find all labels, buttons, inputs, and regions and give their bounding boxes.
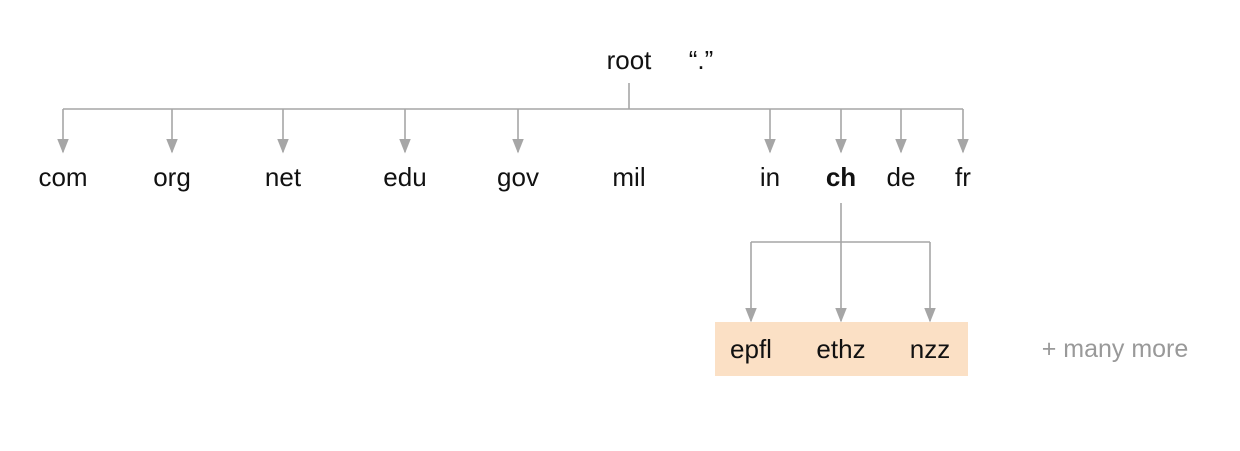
child-label-nzz: nzz <box>910 334 950 364</box>
tld-node-fr: fr <box>955 162 971 192</box>
child-node-ethz: ethz <box>816 334 865 364</box>
tld-node-mil: mil <box>612 162 645 192</box>
child-node-nzz: nzz <box>910 334 950 364</box>
tld-label-gov: gov <box>497 162 539 192</box>
tld-node-org: org <box>153 162 191 192</box>
tld-label-com: com <box>38 162 87 192</box>
tld-label-de: de <box>887 162 916 192</box>
tld-label-net: net <box>265 162 302 192</box>
tld-label-ch: ch <box>826 162 856 192</box>
child-node-epfl: epfl <box>730 334 772 364</box>
root-node: root “.” <box>607 45 714 75</box>
many-more-label: + many more <box>1042 335 1189 363</box>
ch-children-box <box>715 322 968 376</box>
tld-node-ch: ch <box>826 162 856 192</box>
tld-node-in: in <box>760 162 780 192</box>
root-dot-label: “.” <box>689 45 714 75</box>
tld-label-in: in <box>760 162 780 192</box>
tld-label-org: org <box>153 162 191 192</box>
child-label-ethz: ethz <box>816 334 865 364</box>
tld-node-edu: edu <box>383 162 426 192</box>
child-label-epfl: epfl <box>730 334 772 364</box>
tld-node-de: de <box>887 162 916 192</box>
tld-node-net: net <box>265 162 302 192</box>
root-label: root <box>607 45 653 75</box>
tld-label-mil: mil <box>612 162 645 192</box>
tld-connectors <box>57 83 969 154</box>
tld-label-edu: edu <box>383 162 426 192</box>
ch-child-connectors <box>745 203 936 323</box>
tld-node-com: com <box>38 162 87 192</box>
tld-label-fr: fr <box>955 162 971 192</box>
tld-node-gov: gov <box>497 162 539 192</box>
